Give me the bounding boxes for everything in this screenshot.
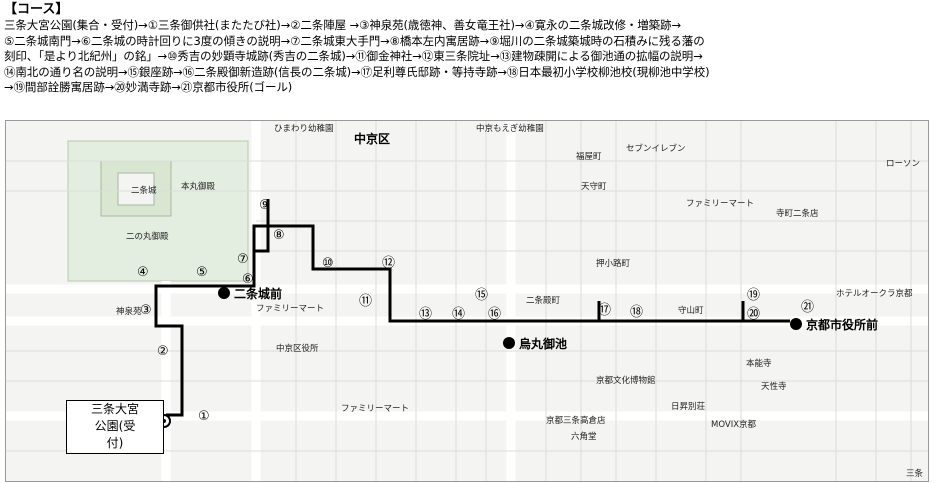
walking-route-spur	[254, 199, 270, 253]
marker-3: ③	[140, 303, 152, 318]
label-museum: 京都文化博物館	[596, 375, 656, 386]
marker-5: ⑤	[196, 265, 208, 280]
marker-14: ⑭	[452, 307, 465, 322]
label-lawson: ローソン	[886, 159, 920, 169]
label-nijodono: 二条殿町	[526, 295, 561, 306]
course-line-5: →⑲間部詮勝寓居跡→⑳妙満寺跡→㉑京都市役所(ゴール)	[4, 80, 293, 95]
label-tenshu: 天守町	[581, 181, 607, 192]
marker-16: ⑯	[488, 307, 501, 322]
station-karasuma-oike: 烏丸御池	[503, 336, 567, 351]
route-markers: ① ② ③ ④ ⑤ ⑥ ⑦ ⑧ ⑨ ⑩ ⑪ ⑫ ⑬ ⑭ ⑮ ⑯ ⑰ ⑱ ⑲ ⑳ …	[137, 198, 814, 424]
marker-17: ⑰	[598, 303, 611, 318]
label-chukyo-kuyakusho: 中京区役所	[276, 343, 319, 354]
label-honmaru: 本丸御殿	[181, 181, 216, 192]
label-seven-1: セブンイレブン	[626, 143, 686, 154]
marker-12: ⑫	[382, 256, 395, 271]
marker-9: ⑨	[259, 198, 271, 213]
label-fukuya: 福屋町	[576, 151, 602, 162]
marker-8: ⑧	[273, 228, 285, 243]
course-line-2: ⑤二条城南門→⑥二条城の時計回りに3度の傾きの説明→⑦二条城東大手門→⑧橋本左内…	[4, 33, 705, 48]
start-label-line-3: 付)	[106, 436, 124, 450]
label-moriyama: 守山町	[678, 305, 704, 316]
label-sanjo-west: 三条	[906, 468, 924, 479]
marker-13: ⑬	[419, 307, 432, 322]
route-map: 中京区 二条城 二の丸御殿 本丸御殿 ひまわり幼稚園 中京もえぎ幼稚園 福屋町 …	[5, 120, 929, 482]
marker-2: ②	[157, 344, 169, 359]
marker-1: ①	[198, 409, 210, 424]
label-movix: MOVIX京都	[711, 419, 757, 430]
label-oshikoji: 押小路町	[596, 258, 631, 269]
start-label-line-1: 三条大宮	[90, 402, 139, 416]
svg-text:二条城前: 二条城前	[234, 286, 282, 301]
marker-4: ④	[137, 265, 149, 280]
label-hiyoshi: 日昇別荘	[671, 401, 706, 412]
svg-text:烏丸御池: 烏丸御池	[519, 336, 567, 351]
course-line-1: 三条大宮公園(集合・受付)→①三条御供社(またたび社)→②二条陣屋 →③神泉苑(…	[4, 18, 681, 32]
station-nijojomae: 二条城前	[218, 286, 282, 301]
label-rokkaku: 六角堂	[571, 431, 597, 442]
start-label-line-2: 公園(受	[94, 419, 136, 433]
label-hotel-okura: ホテルオークラ京都	[836, 288, 913, 299]
label-moegi: 中京もえぎ幼稚園	[476, 123, 544, 134]
label-jutenji: 寺町二条店	[776, 208, 819, 219]
label-family-2: ファミリーマート	[256, 304, 324, 314]
station-shiyakushomae: 京都市役所前	[790, 317, 878, 332]
label-shinsenen: 神泉苑	[116, 306, 142, 317]
label-family-1: ファミリーマート	[686, 199, 754, 209]
label-ninomaru: 二の丸御殿	[126, 231, 169, 242]
svg-text:京都市役所前: 京都市役所前	[806, 317, 878, 332]
marker-18: ⑱	[630, 305, 643, 320]
course-title: 【コース】	[4, 2, 69, 17]
label-nijojo: 二条城	[131, 185, 157, 196]
nijo-castle-area	[67, 140, 249, 282]
marker-15: ⑮	[475, 288, 488, 303]
marker-19: ⑲	[747, 288, 760, 303]
label-family-3: ファミリーマート	[341, 404, 409, 414]
label-honnoji: 本能寺	[746, 358, 772, 369]
marker-7: ⑦	[237, 252, 249, 267]
course-line-4: ⑭南北の通り名の説明→⑮銀座跡→⑯二条殿御新造跡(信長の二条城)→⑰足利尊氏邸跡…	[4, 64, 710, 79]
label-sanjo-takakura: 京都三条高倉店	[546, 415, 606, 426]
marker-20: ⑳	[747, 307, 760, 322]
course-text: 三条大宮公園(集合・受付)→①三条御供社(またたび社)→②二条陣屋 →③神泉苑(…	[4, 18, 942, 96]
walking-route	[154, 224, 790, 417]
marker-21: ㉑	[801, 300, 814, 315]
label-tenshoji: 天性寺	[761, 381, 787, 392]
marker-6: ⑥	[242, 272, 254, 287]
marker-10: ⑩	[322, 256, 334, 271]
course-line-3: 刻印、「是より北紀州」の銘」→⑩秀吉の妙顕寺城跡(秀吉の二条城)→⑪御金神社→⑫…	[4, 49, 703, 64]
minor-roads	[6, 121, 928, 481]
label-himawari: ひまわり幼稚園	[274, 123, 334, 134]
start-label-box: 三条大宮 公園(受 付)	[66, 400, 164, 454]
label-nakagyo: 中京区	[354, 131, 390, 146]
marker-11: ⑪	[359, 294, 372, 309]
course-description: 【コース】 三条大宮公園(集合・受付)→①三条御供社(またたび社)→②二条陣屋 …	[4, 2, 942, 96]
